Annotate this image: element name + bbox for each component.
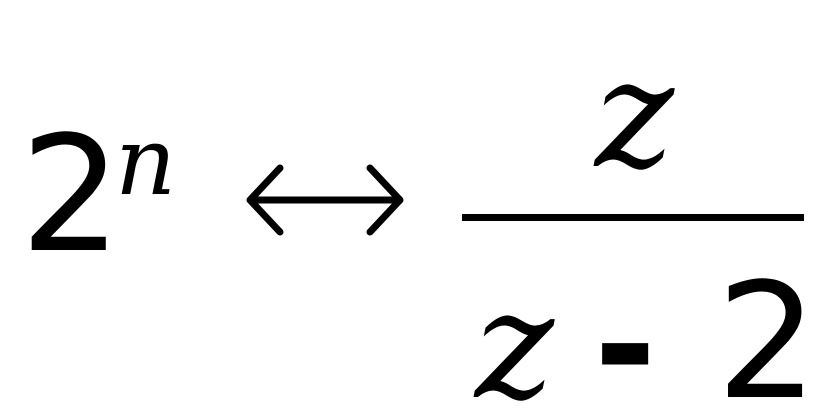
minus-sign: -: [594, 259, 657, 420]
double-arrow-icon: [246, 164, 404, 236]
base-number: 2: [20, 101, 122, 288]
fraction-denominator: z - 2: [475, 262, 818, 420]
fraction-bar: [462, 214, 804, 221]
denominator-variable: z: [475, 259, 555, 420]
exponent: n: [115, 107, 177, 217]
fraction-numerator: z: [595, 28, 675, 202]
denominator-constant: 2: [716, 248, 819, 420]
